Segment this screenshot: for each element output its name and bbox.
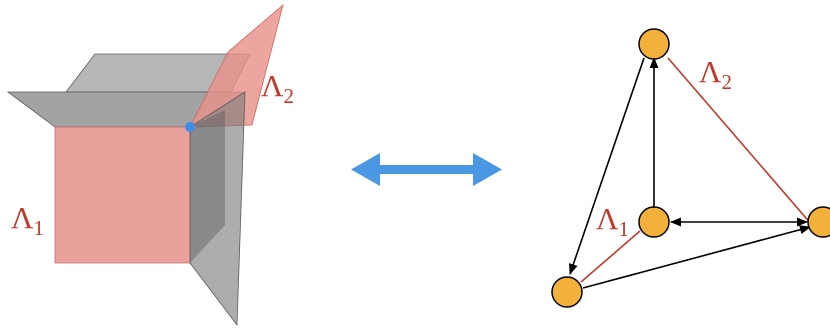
lambda1-label-right: Λ1: [596, 201, 629, 241]
graph-edge-lambda2: [667, 57, 813, 226]
lambda1-face: [54, 126, 191, 264]
cube-figure: Λ1 Λ2: [6, 3, 294, 327]
double-arrow-icon: [351, 153, 502, 186]
lambda1-label-left: Λ1: [11, 200, 44, 240]
graph-edge-bottom-left-to-right: [582, 225, 812, 289]
graph-edge-lambda1: [580, 230, 641, 283]
graph-figure: Λ1 Λ2: [551, 28, 830, 308]
graph-node-center: [638, 206, 670, 238]
vertical-plane-side: [189, 91, 246, 327]
graph-edge-top-to-bottom-left: [569, 57, 645, 276]
corner-point-dot: [185, 122, 195, 132]
graph-node-bottom-left: [551, 276, 583, 308]
lambda2-label-left: Λ2: [261, 68, 294, 108]
graph-node-top: [638, 28, 670, 60]
graph-node-right: [807, 206, 830, 238]
lambda2-label-right: Λ2: [699, 54, 732, 94]
vertical-plane-overlap: [190, 110, 225, 263]
